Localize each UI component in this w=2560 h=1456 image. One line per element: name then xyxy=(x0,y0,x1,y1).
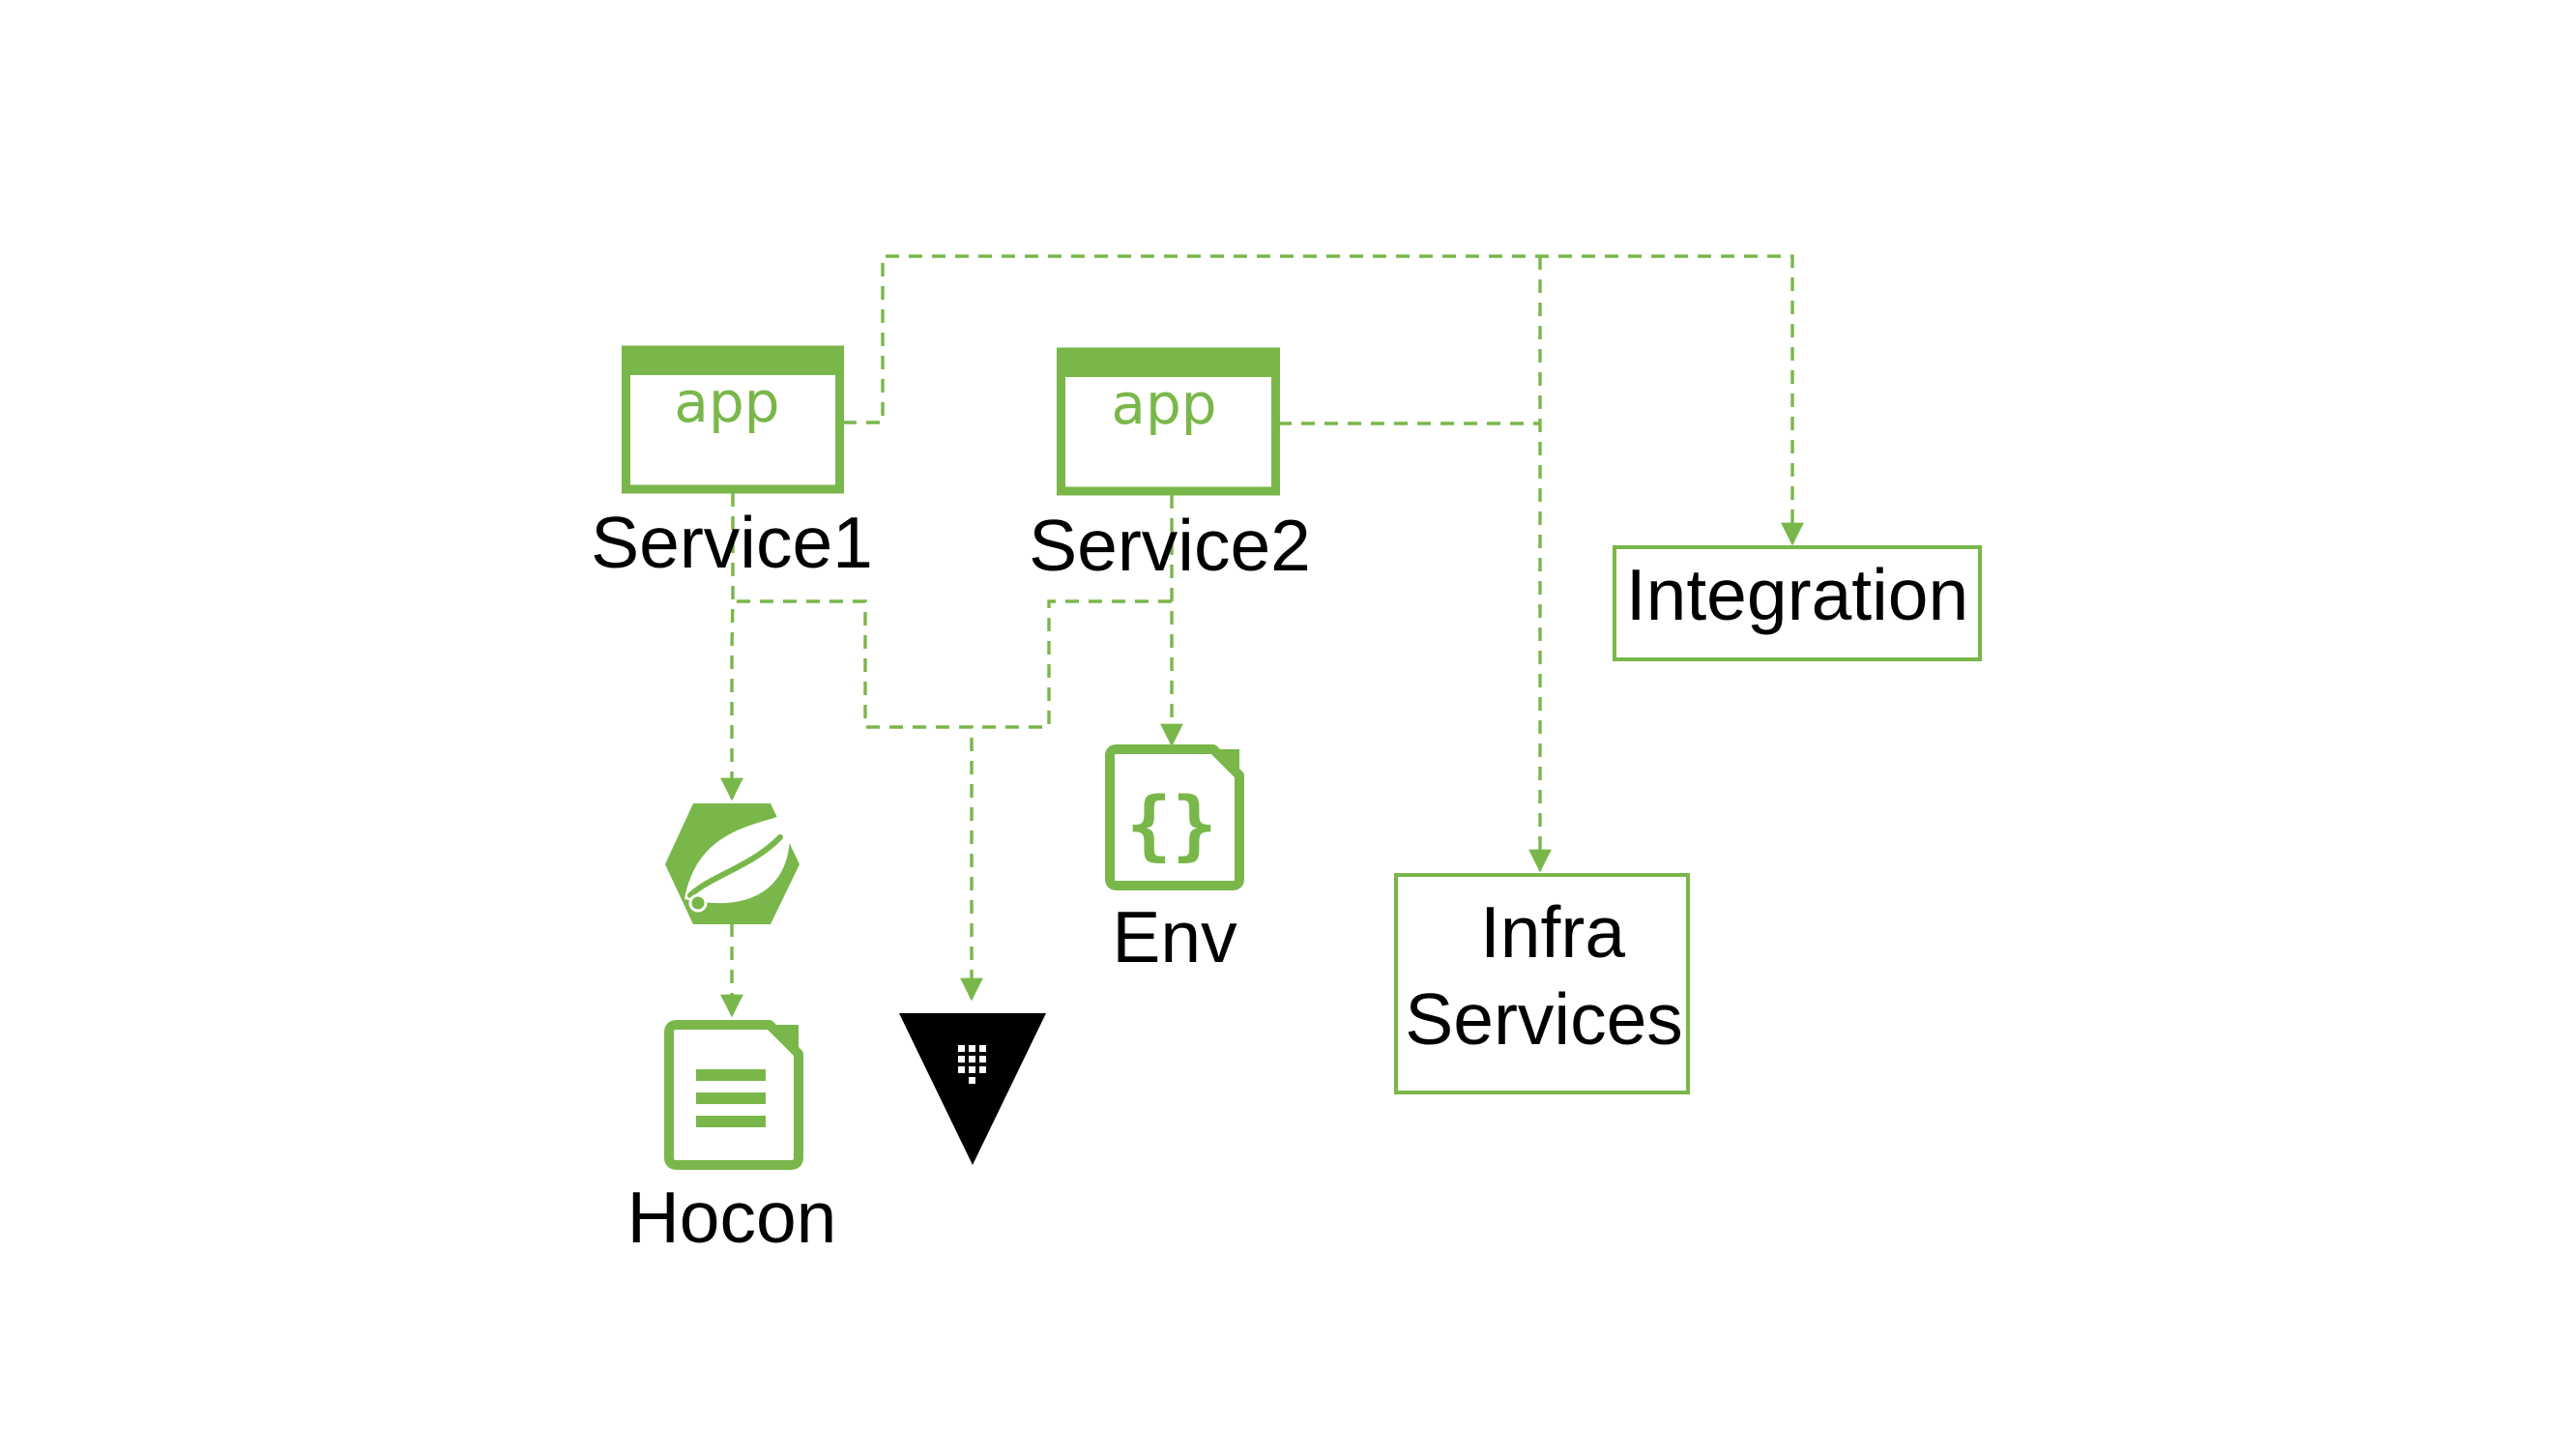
infra-services-node[interactable]: Infra Services xyxy=(1394,873,1690,1094)
integration-label: Integration xyxy=(1626,554,1968,635)
spring-leaf-icon xyxy=(665,803,800,924)
integration-node[interactable]: Integration xyxy=(1613,545,1982,661)
vault-triangle-icon xyxy=(899,1013,1046,1165)
service1-icon-text: app xyxy=(674,369,779,435)
service1-node[interactable]: app Service1 xyxy=(591,345,873,583)
app-window-icon: app xyxy=(1057,347,1280,496)
env-label: Env xyxy=(1112,896,1237,977)
env-icon-text: {} xyxy=(1126,782,1217,869)
edge-service1-vault xyxy=(737,599,983,1002)
infra-label-line1: Infra xyxy=(1480,891,1625,973)
vault-node[interactable] xyxy=(899,1013,1046,1165)
edge-service1-integration xyxy=(843,254,1804,546)
env-node[interactable]: {} Env xyxy=(1105,744,1244,977)
edge-service2-vault xyxy=(972,599,1172,729)
service2-label: Service2 xyxy=(1029,505,1311,586)
infra-label-line2: Services xyxy=(1405,978,1683,1060)
document-lines-icon xyxy=(664,1020,803,1170)
edge-service1-spring xyxy=(720,493,743,801)
hocon-node[interactable]: Hocon xyxy=(627,1020,837,1258)
spring-node[interactable] xyxy=(665,803,800,924)
app-window-icon: app xyxy=(622,345,844,494)
infra-services-box xyxy=(1394,873,1690,1094)
connectors xyxy=(720,254,1804,1018)
service2-icon-text: app xyxy=(1111,371,1216,437)
integration-box xyxy=(1613,545,1982,661)
json-braces-file-icon: {} xyxy=(1105,744,1244,890)
hocon-label: Hocon xyxy=(627,1177,837,1258)
service1-label: Service1 xyxy=(591,502,873,583)
service2-node[interactable]: app Service2 xyxy=(1029,347,1311,586)
